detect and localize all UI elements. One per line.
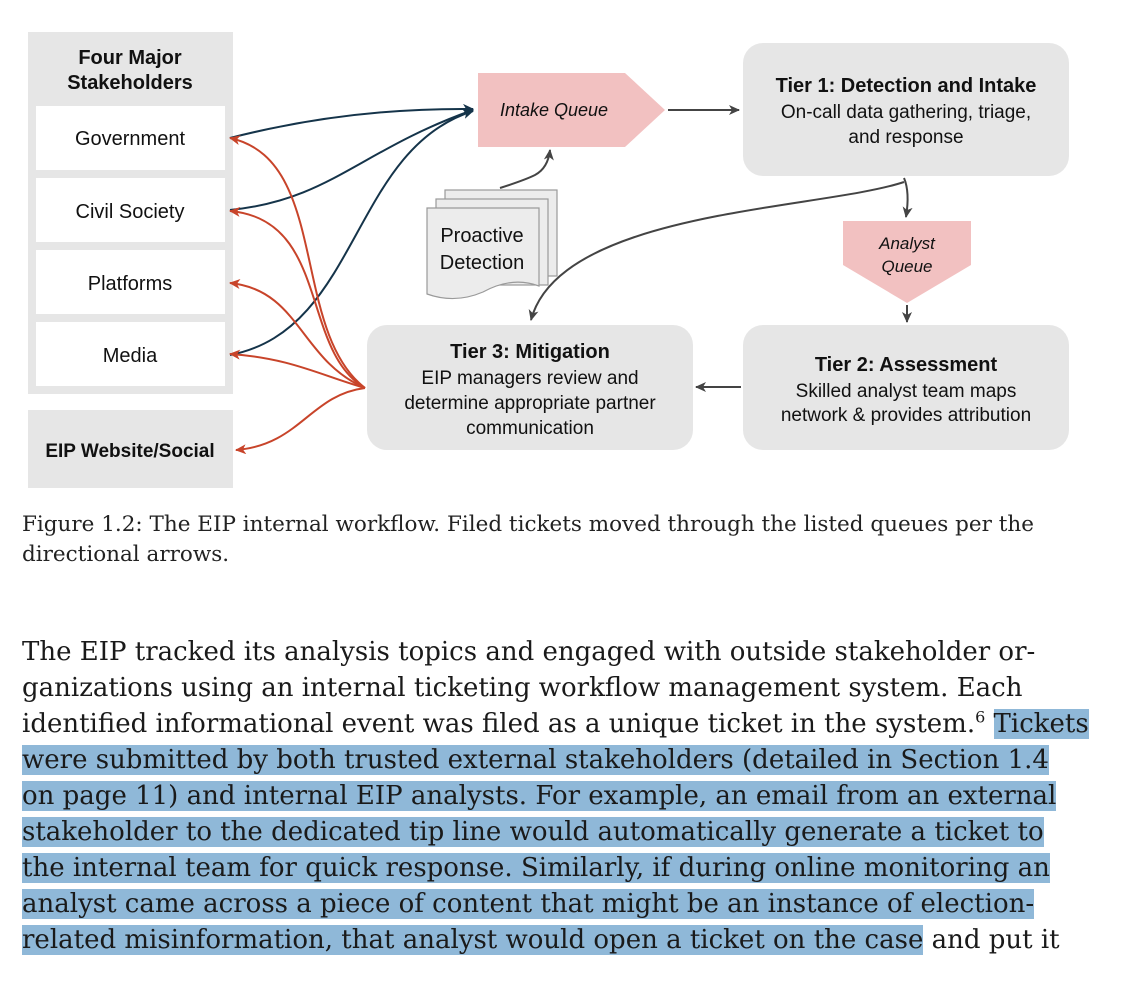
tier1-title: Tier 1: Detection and Intake [776,75,1037,97]
eip-website-label: EIP Website/Social [45,441,214,462]
para-line-4: were submitted by both trusted external … [22,742,1082,778]
red-arrow-media [229,349,366,389]
stakeholders-panel: Four Major Stakeholders Government Civil… [28,32,233,394]
tier2-title: Tier 2: Assessment [815,354,998,376]
red-arrow-platforms [229,279,366,389]
workflow-diagram: Four Major Stakeholders Government Civil… [28,32,1069,488]
eip-website-box: EIP Website/Social [28,410,233,488]
stakeholder-to-intake-arrows [229,103,474,356]
caption-line-1: Figure 1.2: The EIP internal workflow. F… [22,512,1034,537]
highlight-line-9: related misinformation, that analyst wou… [22,925,924,955]
tier3-to-stakeholder-arrows [229,135,366,455]
stakeholder-civil-society: Civil Society [76,201,185,223]
para-line-5: on page 11) and internal EIP analysts. F… [22,778,1082,814]
blue-arrow-media [229,109,474,356]
proactive-detection-docs: Proactive Detection [426,189,558,300]
tier2-line2: network & provides attribution [781,405,1031,426]
analyst-queue-line1: Analyst [878,234,936,253]
tier1-line1: On-call data gathering, triage, [781,102,1031,123]
red-arrow-government [229,135,366,389]
highlight-line-7: the internal team for quick response. Si… [22,853,1050,883]
figure-caption: Figure 1.2: The EIP internal workflow. F… [22,510,1102,570]
tier2-box: Tier 2: Assessment Skilled analyst team … [743,325,1069,450]
tier3-line3: communication [466,418,594,439]
caption-line-2: directional arrows. [22,542,230,567]
workflow-arrows [499,105,913,392]
footnote-ref[interactable]: 6 [975,707,986,727]
tier3-line2: determine appropriate partner [404,393,656,414]
tier3-line1: EIP managers review and [421,368,638,389]
para-line-3: identified informational event was filed… [22,706,1089,742]
red-arrow-eip-website [235,387,366,455]
proactive-line2: Detection [440,252,525,274]
stakeholders-title-2: Stakeholders [67,72,193,94]
blue-arrow-civil-society [229,108,474,211]
arrow-proactive-to-intake [499,149,554,189]
analyst-queue: Analyst Queue [843,221,971,303]
proactive-line1: Proactive [440,225,523,247]
red-arrow-civil-society [229,206,366,389]
blue-arrow-government [229,103,474,139]
intake-queue-label: Intake Queue [500,100,608,120]
tier1-box: Tier 1: Detection and Intake On-call dat… [743,43,1069,176]
highlight-line-5: on page 11) and internal EIP analysts. F… [22,781,1057,811]
tier3-box: Tier 3: Mitigation EIP managers review a… [367,325,693,450]
highlight-line-8: analyst came across a piece of content t… [22,889,1035,919]
highlight-line-4: were submitted by both trusted external … [22,745,1049,775]
analyst-queue-line2: Queue [881,257,932,276]
para-line-2: ganizations using an internal ticketing … [22,673,1023,703]
para-line-1: The EIP tracked its analysis topics and … [22,637,1036,667]
para-line-8: analyst came across a piece of content t… [22,886,1082,922]
stakeholder-government: Government [75,128,185,150]
highlight-start: Tickets [993,709,1089,739]
stakeholder-platforms: Platforms [88,273,172,295]
para-line-7: the internal team for quick response. Si… [22,850,1082,886]
body-paragraph: The EIP tracked its analysis topics and … [22,634,1089,958]
para-line-9: related misinformation, that analyst wou… [22,922,1082,958]
tier1-line2: and response [848,127,963,148]
tier3-title: Tier 3: Mitigation [450,341,610,363]
para-line-3a: identified informational event was filed… [22,709,976,739]
para-line-6: stakeholder to the dedicated tip line wo… [22,814,1082,850]
arrow-tier1-to-analyst-queue [902,177,913,218]
intake-queue: Intake Queue [478,73,665,147]
stakeholders-title-1: Four Major [78,47,182,69]
para-line-9-tail: and put it [923,925,1060,955]
tier2-line1: Skilled analyst team maps [796,381,1017,402]
stakeholder-media: Media [103,345,158,367]
highlight-line-6: stakeholder to the dedicated tip line wo… [22,817,1044,847]
arrow-tier1-to-tier3 [528,181,905,321]
